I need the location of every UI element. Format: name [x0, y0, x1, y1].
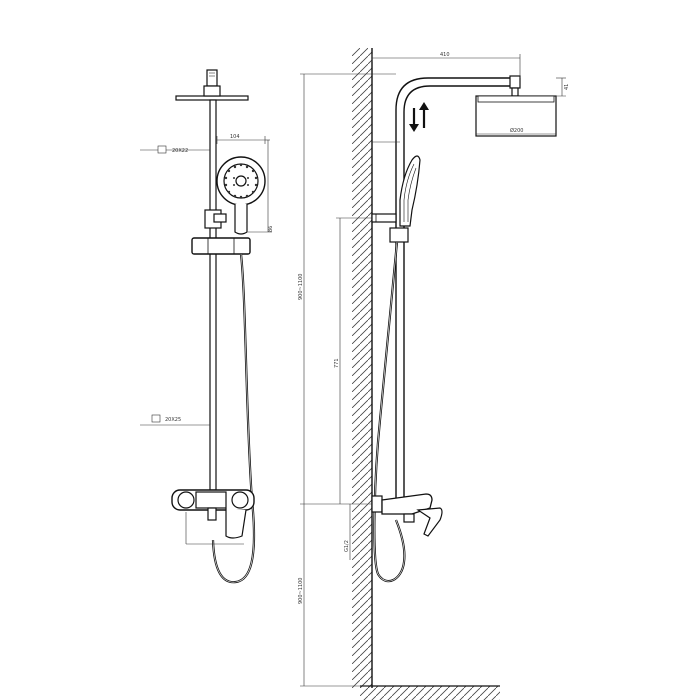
holder-side: [389, 227, 409, 243]
mixer-handle-front: [225, 508, 247, 539]
handshower-nozzles: [224, 163, 258, 199]
dim-total-height: 900~1100: [298, 274, 304, 300]
rain-head-side: [475, 95, 557, 137]
handshower-handle-front: [234, 204, 248, 235]
dim-head-height: 41: [564, 84, 570, 90]
dim-arm-length: 410: [440, 52, 450, 58]
dim-head-diameter: Ø200: [510, 127, 523, 134]
dim-handshower-height: 86: [268, 226, 274, 232]
up-down-arrows-icon: [409, 102, 429, 132]
bar-connector: [191, 237, 251, 255]
mixer-wall-plate: [371, 495, 383, 513]
profile-top-label: 20X22: [172, 148, 188, 154]
dim-bar-length: 771: [334, 358, 340, 368]
profile-bottom-label: 20X25: [165, 417, 181, 423]
dim-handshower-width: 104: [230, 134, 240, 140]
wall-section: [352, 48, 500, 700]
side-view: [371, 75, 557, 583]
front-dimensions: [140, 136, 272, 545]
riser-pipe-front: [209, 99, 217, 491]
top-connector: [206, 69, 218, 87]
side-dimensions: [300, 54, 566, 687]
front-view: [171, 69, 266, 584]
dim-floor-height: 900~1100: [298, 578, 304, 604]
dim-inlet: G1/2: [344, 540, 350, 552]
spout-front: [207, 507, 217, 521]
handshower-side: [399, 155, 421, 227]
mixer-handle-side: [416, 507, 443, 537]
riser-pipe-side: [395, 77, 516, 500]
